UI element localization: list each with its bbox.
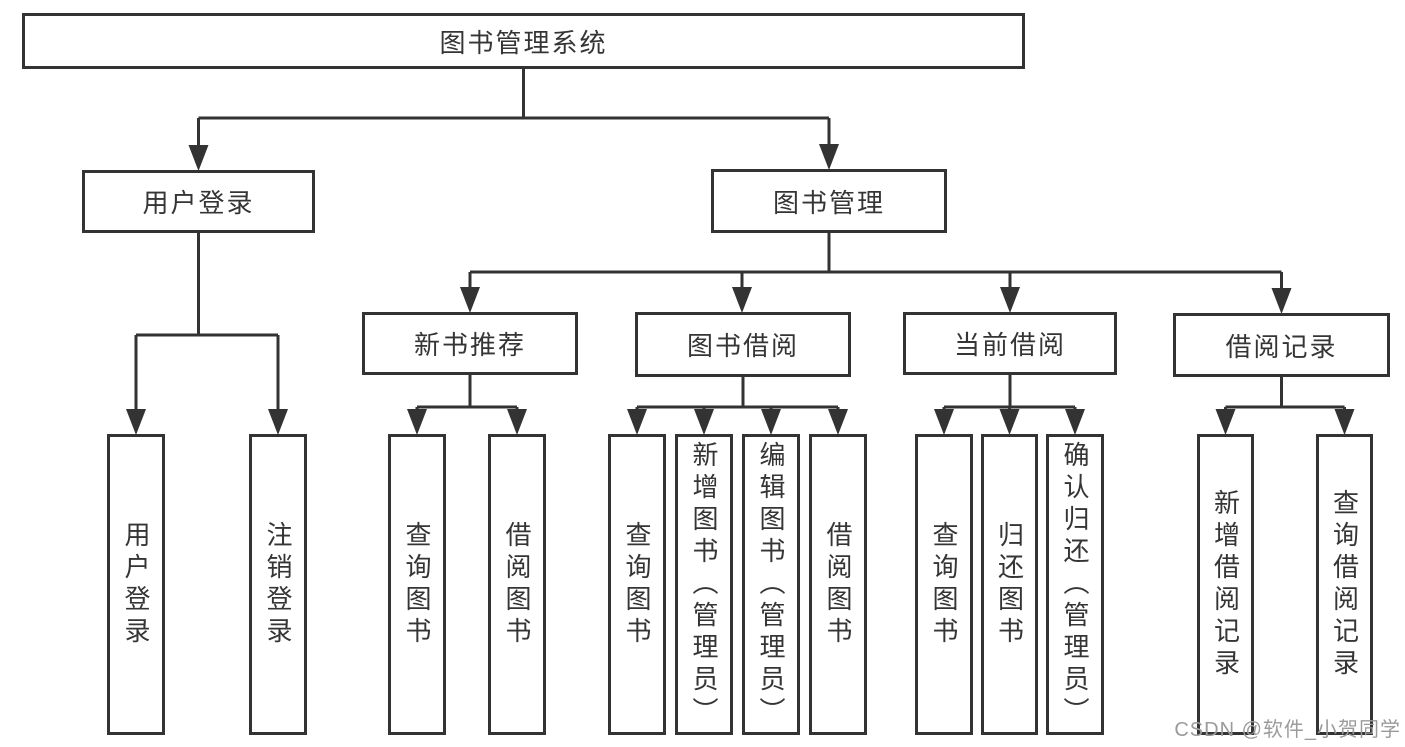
node-borrow-records: 借阅记录 <box>1173 313 1390 377</box>
leaf-borrow-query-books: 查询图书 <box>608 434 666 735</box>
leaf-query-borrow-record: 查询借阅记录 <box>1316 434 1373 735</box>
node-user-login: 用户登录 <box>82 170 315 233</box>
leaf-current-query-books: 查询图书 <box>915 434 973 735</box>
watermark: CSDN @软件_小贺同学 <box>1174 719 1401 741</box>
leaf-confirm-return-admin: 确认归还（管理员） <box>1046 434 1104 735</box>
node-current-borrow: 当前借阅 <box>903 312 1117 375</box>
leaf-recommend-query-books: 查询图书 <box>388 434 446 735</box>
leaf-return-books: 归还图书 <box>981 434 1038 735</box>
leaf-add-books-admin: 新增图书（管理员） <box>675 434 733 735</box>
leaf-logout: 注销登录 <box>249 434 307 735</box>
leaf-borrow-books: 借阅图书 <box>809 434 867 735</box>
node-book-borrow: 图书借阅 <box>635 312 851 377</box>
node-new-book-recommend: 新书推荐 <box>362 312 578 375</box>
leaf-edit-books-admin: 编辑图书（管理员） <box>742 434 800 735</box>
leaf-recommend-borrow-books: 借阅图书 <box>488 434 546 735</box>
node-book-management: 图书管理 <box>711 169 947 233</box>
leaf-user-login: 用户登录 <box>107 434 165 735</box>
leaf-add-borrow-record: 新增借阅记录 <box>1197 434 1254 735</box>
node-system-root: 图书管理系统 <box>22 13 1025 69</box>
